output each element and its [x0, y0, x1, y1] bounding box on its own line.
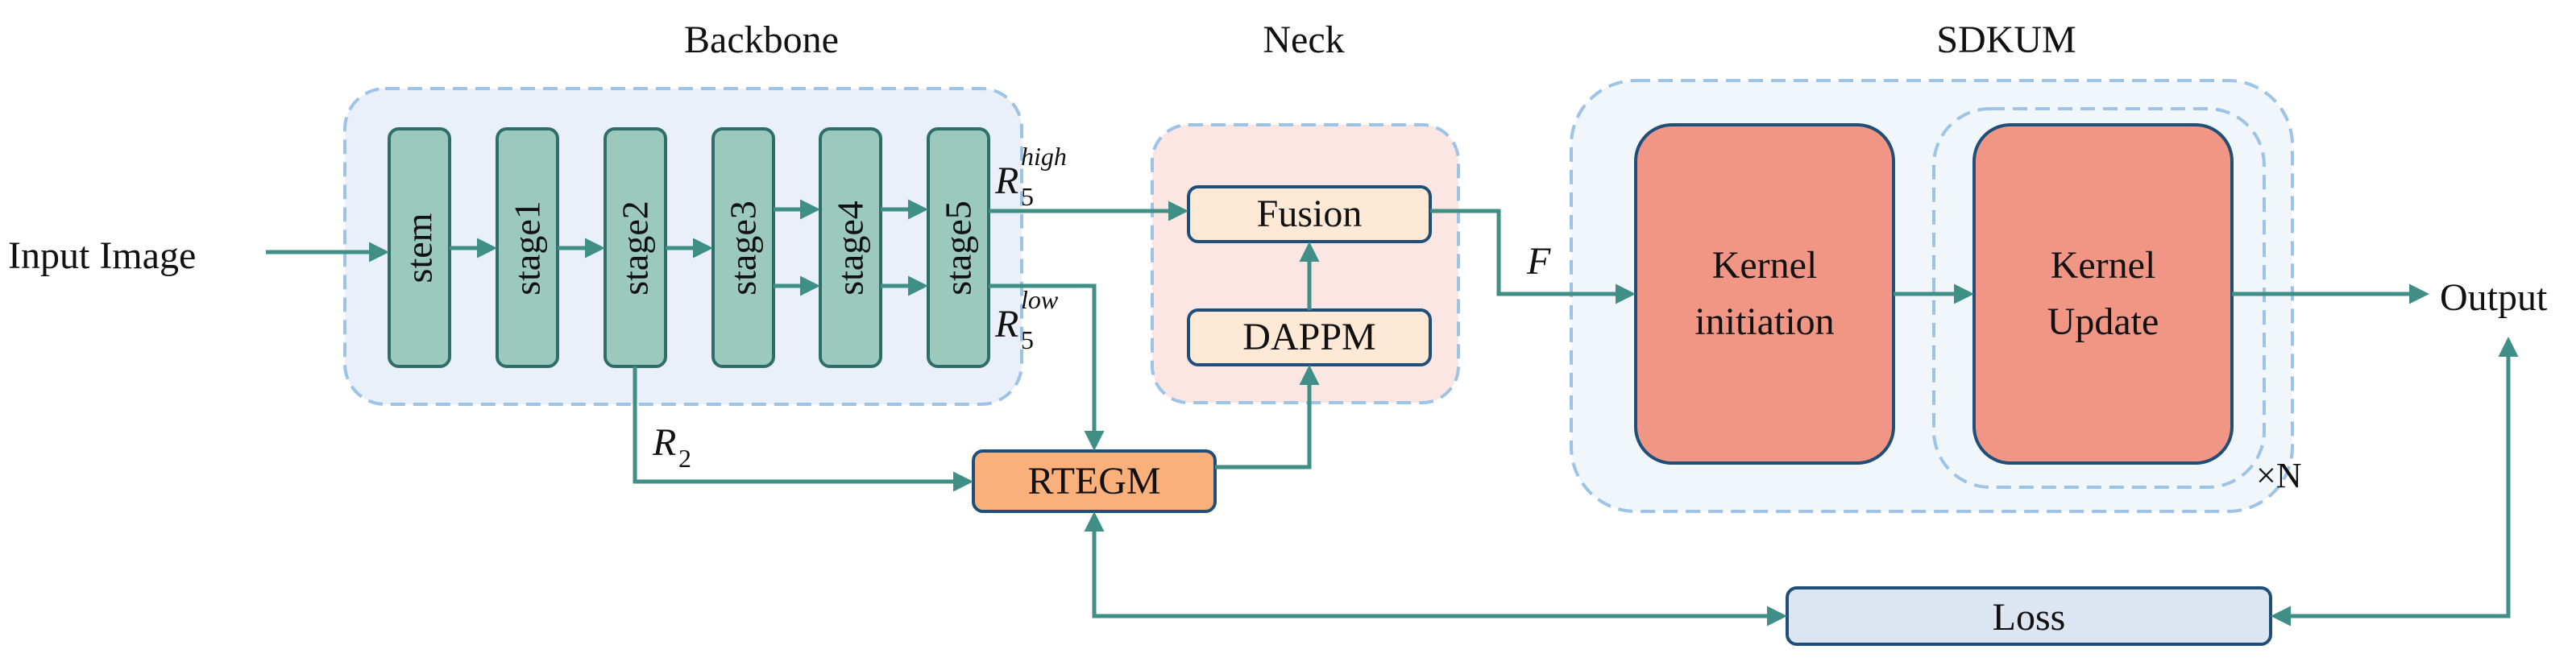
rtegm-block: RTEGM [972, 449, 1217, 513]
stage-5: stage5 [927, 127, 990, 368]
kernel-initiation-line1: Kernel [1712, 244, 1818, 287]
stage-stem: stem [388, 127, 451, 368]
r5-high-sub: 5 [1021, 182, 1034, 211]
arrow-r5low-to-rtegm [989, 283, 1105, 451]
stage-1: stage1 [496, 127, 559, 368]
stage-label-2: stage2 [615, 201, 656, 296]
r5-high-sup: high [1021, 142, 1067, 171]
r5-low-sup: low [1021, 285, 1059, 314]
r5-high-main: R [994, 159, 1018, 202]
arrow-loss-to-rtegm [1084, 511, 1787, 627]
arrow-loss-to-output [2271, 337, 2519, 627]
loss-block: Loss [1786, 586, 2272, 646]
r5-low-main: R [994, 303, 1018, 345]
stage-label-1: stage1 [507, 201, 548, 296]
stage-3: stage3 [711, 127, 775, 368]
kernel-update-repeat-group [1932, 107, 2266, 489]
r2-sub: 2 [678, 444, 691, 473]
repeat-n-label: ×N [2256, 456, 2302, 495]
fusion-block: Fusion [1187, 185, 1432, 243]
stage-label-stem: stem [399, 213, 440, 283]
stage-label-5: stage5 [938, 201, 979, 296]
dappm-block: DAPPM [1187, 308, 1432, 366]
arrow-rtegm-to-dappm [1215, 365, 1320, 470]
label-f: F [1526, 240, 1551, 283]
dappm-label: DAPPM [1242, 316, 1375, 358]
kernel-initiation-block: Kernel initiation [1634, 123, 1895, 465]
rtegm-label: RTEGM [1027, 460, 1160, 503]
loss-label: Loss [1993, 596, 2066, 639]
input-image-label: Input Image [8, 234, 196, 277]
stage-4: stage4 [819, 127, 882, 368]
kernel-update-block: Kernel Update [1972, 123, 2234, 465]
r2-main: R [652, 421, 676, 464]
neck-title: Neck [1263, 19, 1344, 61]
output-label: Output [2440, 276, 2548, 319]
kernel-update-line2: Update [2047, 300, 2159, 343]
backbone-title: Backbone [684, 19, 839, 61]
r5-low-sub: 5 [1021, 325, 1034, 354]
label-r5-low: R 5 low [994, 285, 1059, 354]
kernel-update-line1: Kernel [2051, 244, 2156, 287]
fusion-label: Fusion [1257, 192, 1363, 235]
sdkum-title: SDKUM [1936, 19, 2076, 61]
kernel-initiation-line2: initiation [1695, 300, 1834, 343]
label-r5-high: R 5 high [994, 142, 1067, 211]
stage-2: stage2 [604, 127, 667, 368]
arrow-r2-to-rtegm [633, 366, 973, 492]
arrow-fusion-to-kernel-init [1430, 209, 1636, 304]
stage-label-4: stage4 [830, 201, 871, 296]
label-r2: R 2 [652, 421, 691, 473]
stage-label-3: stage3 [723, 201, 764, 296]
